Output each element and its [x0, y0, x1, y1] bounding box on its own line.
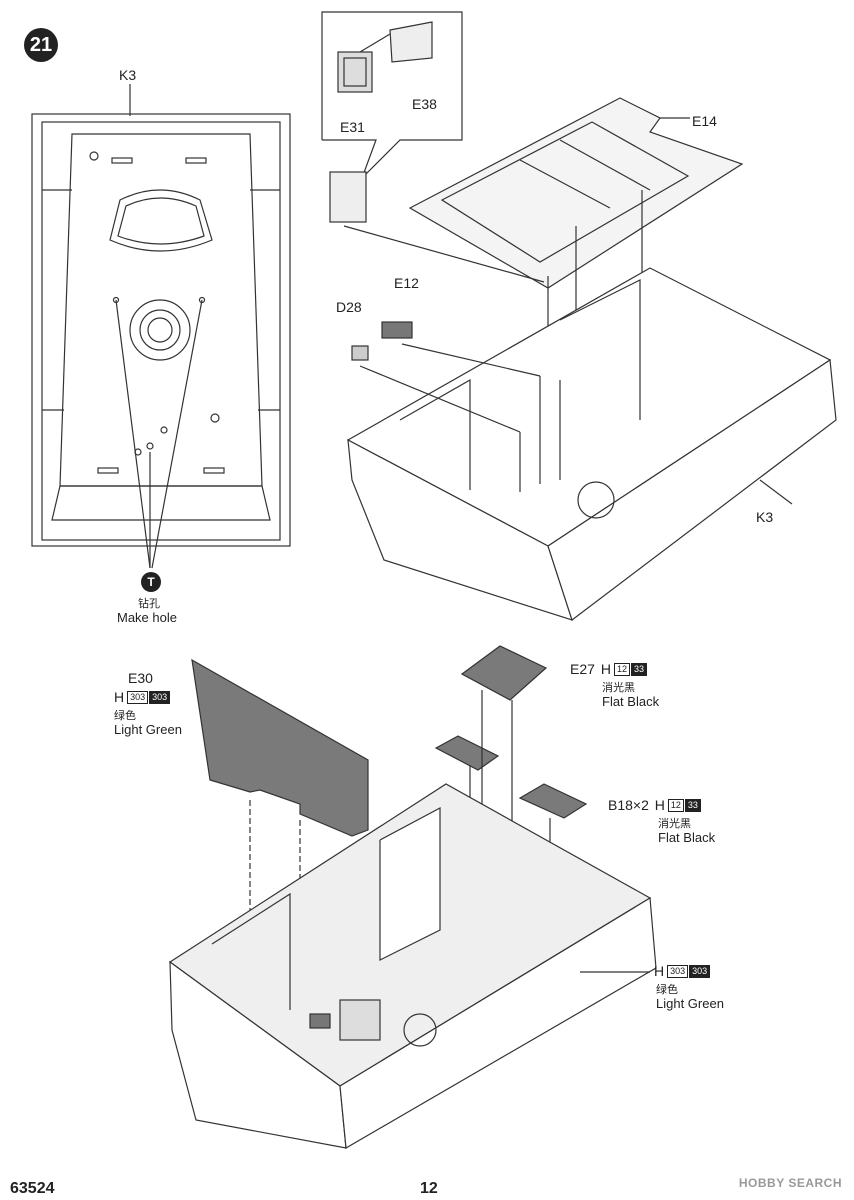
- paint-green-cn-e30: 绿色: [114, 709, 136, 722]
- paint-black-en-e27: Flat Black: [602, 694, 660, 709]
- label-e31: E31: [340, 119, 365, 135]
- paint-black-cn-e27: 消光黑: [602, 681, 635, 694]
- make-hole-label: Make hole: [117, 610, 177, 625]
- label-e38: E38: [412, 96, 437, 112]
- paint-black-en-b18: Flat Black: [658, 830, 716, 845]
- make-hole-cn: 钻孔: [138, 597, 160, 610]
- paint-green-cn-hull: 绿色: [656, 983, 678, 996]
- label-k3-right: K3: [756, 509, 774, 525]
- page-number: 12: [420, 1180, 438, 1197]
- hull-isometric-lower: [168, 783, 657, 1149]
- step-number: 21: [24, 28, 58, 62]
- label-e12: E12: [394, 275, 419, 291]
- watermark: HOBBY SEARCH: [738, 1176, 842, 1190]
- paint-green-en-hull: Light Green: [656, 996, 724, 1011]
- label-k3-top: K3: [119, 67, 137, 83]
- label-d28: D28: [336, 299, 362, 315]
- product-code: 63524: [10, 1180, 55, 1197]
- inset-detail: [321, 11, 463, 179]
- paint-black-cn-b18: 消光黑: [658, 817, 691, 830]
- label-e14: E14: [692, 113, 717, 129]
- label-e30: E30: [128, 670, 153, 686]
- hull-top-view: [31, 84, 291, 569]
- hull-isometric-upper: [343, 225, 837, 621]
- drill-icon: T: [141, 572, 161, 592]
- paint-green-en-e30: Light Green: [114, 722, 182, 737]
